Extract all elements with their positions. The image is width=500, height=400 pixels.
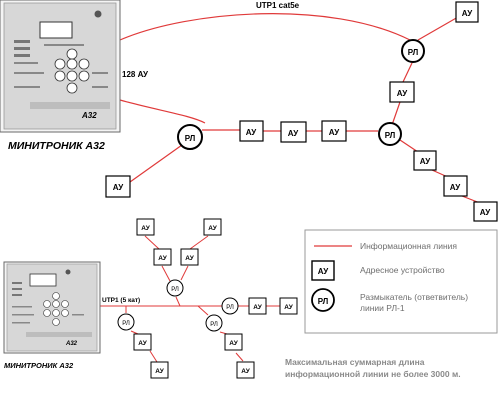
bottom-device-keypad [43, 292, 69, 326]
address-device: АУ [133, 333, 152, 351]
svg-text:РЛ: РЛ [408, 48, 419, 57]
svg-text:АУ: АУ [284, 304, 293, 311]
bottom-cable-label: UTP1 (5 кат) [102, 297, 140, 304]
svg-text:АУ: АУ [397, 89, 408, 98]
line-splitter: РЛ [221, 297, 239, 315]
line-splitter: РЛ [378, 122, 402, 146]
address-device: АУ [279, 297, 298, 315]
line-splitter: РЛ [117, 313, 135, 331]
address-device: АУ [389, 81, 415, 103]
legend-au-symbol [311, 260, 335, 281]
bottom-device-logo-icon [65, 269, 71, 275]
top-line-128 [119, 99, 206, 124]
svg-text:АУ: АУ [113, 183, 124, 192]
top-device-model: А32 [81, 111, 97, 120]
address-device: АУ [280, 121, 307, 143]
svg-text:РЛ: РЛ [226, 305, 234, 311]
line-splitter: РЛ [205, 314, 223, 332]
address-device: АУ [321, 120, 347, 142]
svg-text:АУ: АУ [480, 208, 491, 217]
address-device: АУ [443, 175, 468, 197]
svg-text:РЛ: РЛ [385, 131, 396, 140]
top-device-panel: А32 [0, 0, 121, 133]
bottom-device-model: А32 [65, 341, 78, 347]
legend-rl-label-2: линии РЛ-1 [360, 303, 405, 313]
svg-text:АУ: АУ [288, 129, 299, 138]
address-device: АУ [455, 1, 479, 23]
svg-text:АУ: АУ [229, 340, 238, 347]
svg-text:РЛ: РЛ [210, 322, 218, 328]
address-device: АУ [248, 297, 267, 315]
svg-text:АУ: АУ [450, 183, 461, 192]
svg-text:РЛ: РЛ [318, 297, 329, 306]
svg-text:РЛ: РЛ [171, 287, 179, 293]
svg-text:АУ: АУ [241, 368, 250, 375]
address-device: АУ [239, 120, 264, 142]
svg-text:АУ: АУ [158, 255, 167, 262]
address-device: АУ [203, 218, 222, 236]
legend-rl-label-1: Размыкатель (ответвитель) [360, 292, 468, 302]
top-line-au2-rl2 [391, 101, 401, 126]
address-device: АУ [236, 361, 255, 379]
bottom-device-panel: А32 [3, 261, 101, 354]
svg-text:АУ: АУ [462, 9, 473, 18]
legend: Информационная линия АУ Адресное устройс… [304, 229, 498, 334]
top-line-utp1 [119, 13, 411, 41]
top-device-keypad [54, 48, 90, 94]
note-line-1: Максимальная суммарная длина [285, 357, 425, 367]
address-device: АУ [180, 248, 199, 266]
top-information-lines [119, 12, 481, 204]
top-line-rl2-au4 [399, 139, 419, 153]
note-line-2: информационной линии не более 3000 м. [285, 369, 461, 379]
svg-text:АУ: АУ [329, 128, 340, 137]
address-device: АУ [224, 333, 243, 351]
address-device: АУ [136, 218, 155, 236]
address-device: АУ [473, 201, 498, 222]
top-count-label: 128 АУ [122, 70, 149, 79]
top-cable-label: UTP1 cat5e [256, 1, 300, 10]
top-device-display [39, 21, 73, 39]
bottom-device-display [29, 273, 57, 287]
svg-text:АУ: АУ [155, 368, 164, 375]
address-device: АУ [413, 150, 437, 171]
top-device-logo-icon [94, 10, 102, 18]
svg-text:АУ: АУ [208, 225, 217, 232]
top-line-rl1-au2 [402, 62, 413, 83]
legend-frame [304, 229, 498, 334]
svg-text:АУ: АУ [138, 340, 147, 347]
svg-text:АУ: АУ [253, 304, 262, 311]
svg-text:АУ: АУ [246, 128, 257, 137]
legend-au-label: Адресное устройство [360, 265, 445, 275]
svg-text:РЛ: РЛ [122, 321, 130, 327]
svg-text:АУ: АУ [420, 157, 431, 166]
svg-text:АУ: АУ [141, 225, 150, 232]
svg-text:АУ: АУ [318, 267, 329, 276]
svg-text:АУ: АУ [185, 255, 194, 262]
line-splitter: РЛ [166, 279, 184, 297]
bottom-device-caption: МИНИТРОНИК А32 [4, 361, 74, 370]
top-line-rl3-au3 [129, 144, 183, 183]
address-device: АУ [105, 175, 131, 198]
bottom-information-lines [100, 235, 280, 363]
line-splitter: РЛ [401, 39, 425, 63]
legend-rl-symbol [311, 288, 335, 312]
address-device: АУ [150, 361, 169, 379]
address-device: АУ [153, 248, 172, 266]
legend-line-label: Информационная линия [360, 241, 457, 251]
line-splitter: РЛ [177, 124, 203, 150]
top-device-caption: МИНИТРОНИК А32 [8, 140, 105, 152]
svg-text:РЛ: РЛ [185, 134, 196, 143]
